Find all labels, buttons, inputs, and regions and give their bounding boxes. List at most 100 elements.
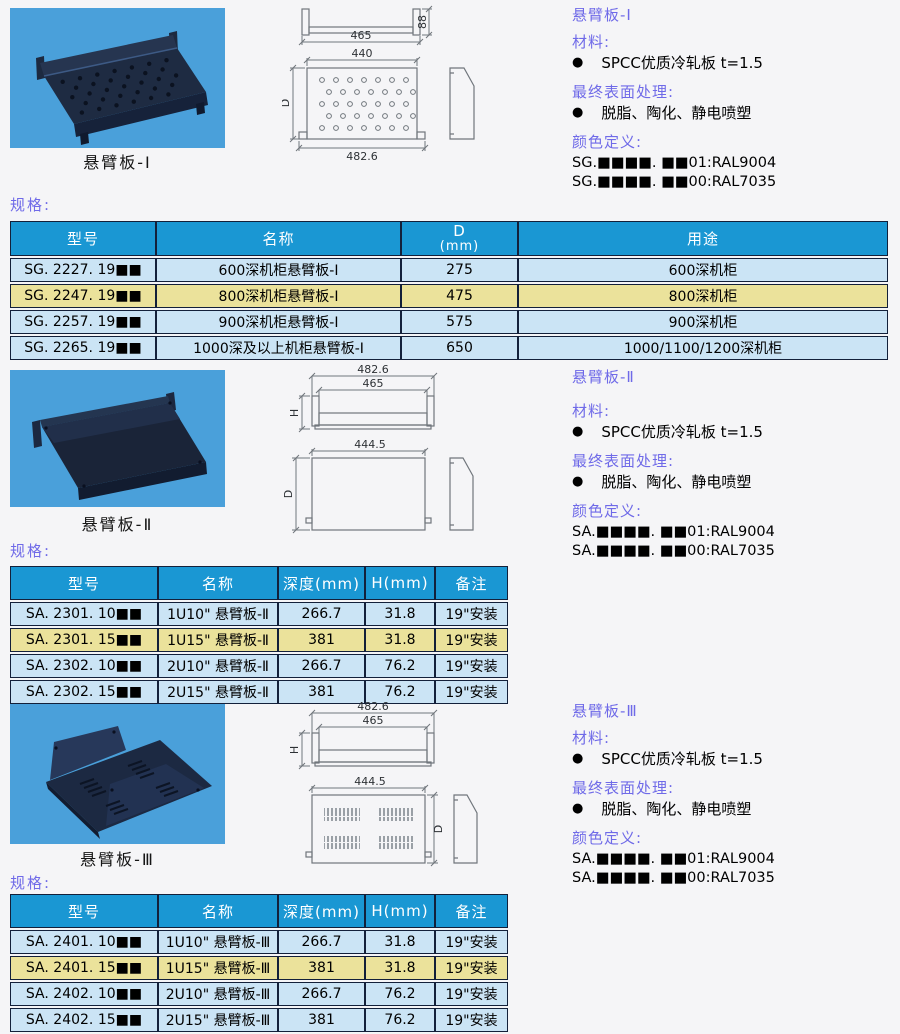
spec-table-1: 型号 名称 D (mm) 用途 SG. 2227. 19■■ 600深机柜悬臂板…	[10, 219, 888, 362]
dim-label-bottom-width: 482.6	[346, 150, 378, 163]
top-view	[298, 67, 426, 140]
cell-d: 575	[401, 310, 518, 334]
color-code-line: SA.■■■■. ■■00:RAL7035	[572, 870, 775, 886]
header-name: 名称	[156, 221, 401, 256]
bullet-icon: ●	[572, 55, 584, 70]
top-view	[305, 794, 432, 864]
material-label: 材料:	[572, 729, 611, 747]
info-block-3: 悬臂板-Ⅲ 材料: ● SPCC优质冷轧板 t=1.5 最终表面处理: ● 脱脂…	[572, 702, 894, 888]
cell-depth: 266.7	[278, 982, 365, 1006]
cell-model: SA. 2301. 15■■	[10, 628, 158, 652]
dim-height: H	[288, 729, 310, 770]
product-photo-shelf-1	[10, 8, 225, 148]
color-code-line: SA.■■■■. ■■00:RAL7035	[572, 543, 775, 559]
cell-note: 19"安装	[435, 930, 508, 954]
photo-caption-2: 悬臂板-Ⅱ	[81, 515, 154, 534]
dim-label-depth: D	[282, 490, 295, 498]
cell-d: 275	[401, 258, 518, 282]
header-name: 名称	[158, 894, 278, 928]
table-row-highlighted: SA. 2301. 15■■ 1U15" 悬臂板-Ⅱ 381 31.8 19"安…	[10, 628, 508, 652]
header-depth: 深度(mm)	[278, 894, 365, 928]
material-value: SPCC优质冷轧板 t=1.5	[601, 750, 763, 768]
side-view	[449, 457, 474, 531]
front-view	[311, 732, 435, 767]
dim-label-outer-width: 482.6	[357, 363, 389, 376]
cell-note: 19"安装	[435, 982, 508, 1006]
table-row-highlighted: SA. 2401. 15■■ 1U15" 悬臂板-Ⅲ 381 31.8 19"安…	[10, 956, 508, 980]
dim-bottom-width: 482.6	[295, 141, 429, 163]
section-title: 悬臂板-Ⅰ	[572, 6, 632, 24]
cell-name: 900深机柜悬臂板-Ⅰ	[156, 310, 401, 334]
cell-name: 1U15" 悬臂板-Ⅲ	[158, 956, 278, 980]
finish-value: 脱脂、陶化、静电喷塑	[601, 104, 752, 122]
section-title: 悬臂板-Ⅲ	[572, 702, 638, 720]
cell-note: 19"安装	[435, 602, 508, 626]
dim-label-depth: D	[432, 825, 445, 833]
cell-model: SA. 2401. 10■■	[10, 930, 158, 954]
spec-heading-3: 规格:	[10, 874, 52, 892]
cell-model: SA. 2401. 15■■	[10, 956, 158, 980]
table-header-row: 型号 名称 深度(mm) H(mm) 备注	[10, 566, 508, 600]
header-depth-d-letter: D	[453, 221, 466, 240]
cell-model: SA. 2402. 15■■	[10, 1008, 158, 1032]
table-row-highlighted: SG. 2247. 19■■ 800深机柜悬臂板-Ⅰ 475 800深机柜	[10, 284, 888, 308]
cell-name: 2U15" 悬臂板-Ⅱ	[158, 680, 278, 704]
cell-model: SA. 2302. 15■■	[10, 680, 158, 704]
cell-height: 31.8	[365, 602, 435, 626]
header-height: H(mm)	[365, 566, 435, 600]
finish-item: ● 脱脂、陶化、静电喷塑	[572, 104, 894, 122]
color-code-line: SA.■■■■. ■■01:RAL9004	[572, 851, 775, 867]
shelf-1-illustration	[36, 31, 208, 145]
cell-depth: 381	[278, 680, 365, 704]
header-depth-d-unit: (mm)	[439, 238, 480, 254]
dim-depth: D	[282, 454, 310, 534]
cell-usage: 900深机柜	[518, 310, 888, 334]
dim-front-width: 465	[298, 29, 424, 46]
bullet-icon: ●	[572, 424, 584, 439]
finish-item: ● 脱脂、陶化、静电喷塑	[572, 800, 894, 818]
cell-height: 31.8	[365, 930, 435, 954]
dim-label-front-height: 88	[416, 15, 429, 29]
spec-heading-2: 规格:	[10, 542, 52, 560]
photo-caption-3: 悬臂板-Ⅲ	[80, 850, 155, 869]
table-row: SA. 2301. 10■■ 1U10" 悬臂板-Ⅱ 266.7 31.8 19…	[10, 602, 508, 626]
product-photo-shelf-3	[10, 704, 225, 844]
spec-heading-1: 规格:	[10, 196, 52, 214]
cell-name: 1U10" 悬臂板-Ⅱ	[158, 602, 278, 626]
cell-name: 2U10" 悬臂板-Ⅱ	[158, 654, 278, 678]
shelf-2-illustration	[32, 392, 207, 500]
dim-outer-width: 482.6	[308, 700, 438, 733]
material-label: 材料:	[572, 402, 611, 420]
cell-model: SG. 2257. 19■■	[10, 310, 156, 334]
dim-depth: D	[427, 791, 445, 867]
bullet-icon: ●	[572, 801, 584, 816]
dim-label-outer-width: 482.6	[357, 700, 389, 713]
cell-height: 76.2	[365, 982, 435, 1006]
material-item: ● SPCC优质冷轧板 t=1.5	[572, 750, 894, 768]
finish-value: 脱脂、陶化、静电喷塑	[601, 473, 752, 491]
cell-note: 19"安装	[435, 956, 508, 980]
cell-height: 31.8	[365, 956, 435, 980]
cell-model: SA. 2402. 10■■	[10, 982, 158, 1006]
dim-label-front-width: 465	[351, 29, 372, 42]
top-view	[305, 457, 432, 531]
material-item: ● SPCC优质冷轧板 t=1.5	[572, 54, 894, 72]
cell-depth: 381	[278, 1008, 365, 1032]
cell-depth: 381	[278, 628, 365, 652]
cell-d: 650	[401, 336, 518, 360]
dim-label-depth: D	[282, 99, 292, 107]
side-view	[453, 794, 478, 864]
finish-label: 最终表面处理:	[572, 83, 675, 101]
material-value: SPCC优质冷轧板 t=1.5	[601, 423, 763, 441]
material-item: ● SPCC优质冷轧板 t=1.5	[572, 423, 894, 441]
dim-outer-width: 482.6	[308, 363, 438, 396]
spec-table-3: 型号 名称 深度(mm) H(mm) 备注 SA. 2401. 10■■ 1U1…	[10, 892, 508, 1034]
header-height: H(mm)	[365, 894, 435, 928]
material-label: 材料:	[572, 33, 611, 51]
color-label: 颜色定义:	[572, 502, 643, 520]
section-title: 悬臂板-Ⅱ	[572, 368, 635, 386]
bullet-icon: ●	[572, 474, 584, 489]
technical-drawing-1: 465 88 440 D 482.6	[282, 5, 475, 163]
product-photo-shelf-2	[10, 370, 225, 507]
cell-depth: 266.7	[278, 930, 365, 954]
